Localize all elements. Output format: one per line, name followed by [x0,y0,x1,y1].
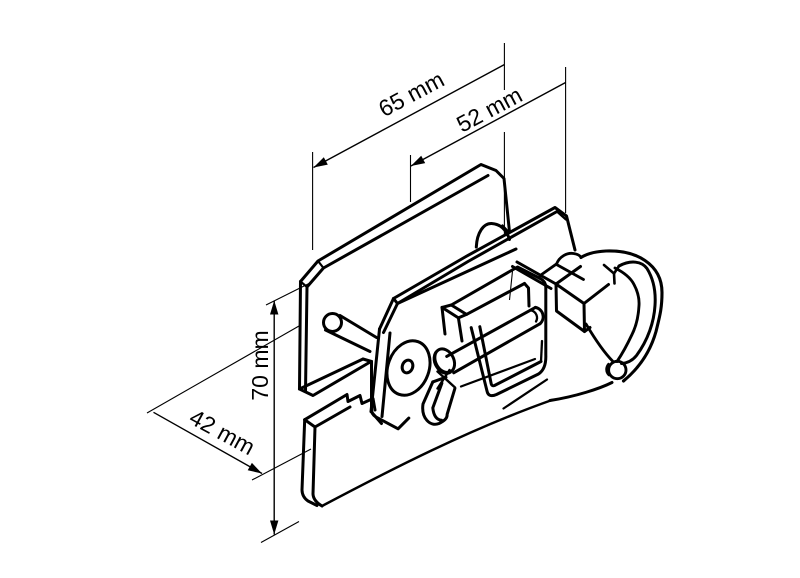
svg-text:70 mm: 70 mm [247,330,273,400]
